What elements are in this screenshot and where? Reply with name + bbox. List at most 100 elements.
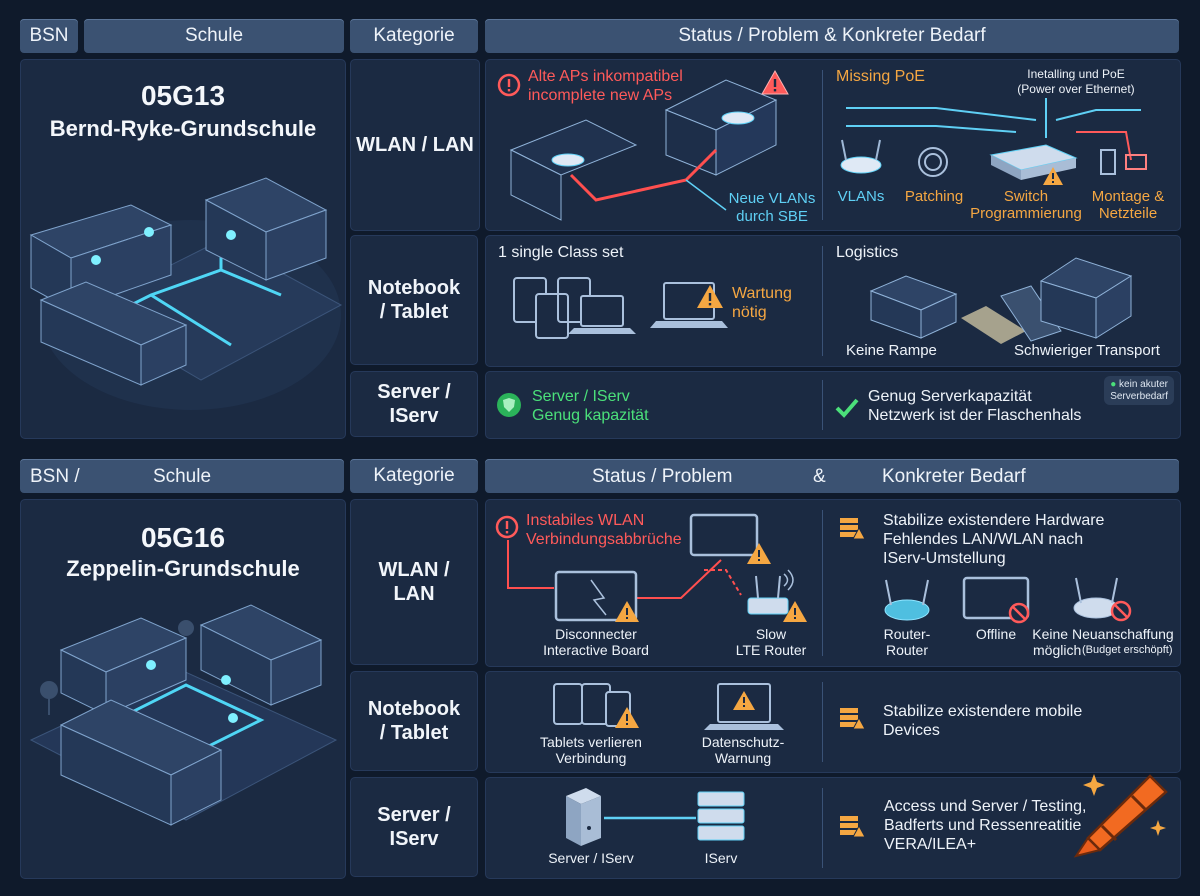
error-icon: [497, 73, 521, 97]
server-icon: [697, 791, 745, 841]
missing-poe-label: Missing PoE: [836, 68, 925, 85]
status-badge: ● kein akuter Serverbedarf: [1104, 376, 1174, 405]
warning-icon: [1043, 167, 1063, 185]
category-notebook-tablet: Notebook / Tablet: [350, 235, 478, 365]
header-status-amp: &: [813, 466, 826, 487]
privacy-label-2: Warnung: [714, 750, 772, 766]
vlan-text-2: durch SBE: [736, 208, 808, 225]
classroom-illustration: [509, 79, 778, 221]
need-items-illustration: [884, 576, 1119, 621]
header-status: Status / Problem & Konkreter Bedarf: [485, 19, 1179, 53]
poe-cabling: [840, 98, 1147, 180]
warning-icon: [615, 707, 639, 728]
transport-label: Schwieriger Transport: [1014, 342, 1160, 359]
category-server-iserv: Server / IServ: [350, 371, 478, 437]
need-text-3: VERA/ILEA+: [884, 836, 977, 853]
school-panel-05g16: 05G16 Zeppelin-Grundschule: [20, 499, 346, 879]
check-icon: ●: [1110, 379, 1117, 390]
school-bsn: 05G13: [140, 80, 226, 111]
keine-rampe-label: Keine Rampe: [846, 342, 937, 359]
server-icon: [566, 788, 601, 846]
campus-illustration: [29, 604, 338, 826]
vlan-text-1: Neue VLANs: [728, 190, 816, 207]
building-icon: [204, 177, 328, 281]
error-icon: [495, 515, 519, 539]
campus-illustration: [29, 177, 343, 410]
network-illustration: [507, 513, 794, 622]
school-name: Zeppelin-Grundschule: [66, 556, 300, 581]
school-panel-05g13: 05G13 Bernd-Ryke-Grundschule: [20, 59, 346, 439]
warning-icon: [783, 601, 807, 622]
server-status-1: Server / IServ: [532, 388, 630, 405]
category-wlan-lan: WLAN / LAN: [350, 59, 480, 231]
badge-text-1: kein akuter: [1119, 379, 1168, 390]
building-icon: [1039, 257, 1133, 339]
router-icon: [884, 579, 930, 621]
item1-label-1: Router-: [883, 626, 931, 642]
no-entry-icon: [1110, 600, 1132, 622]
crayon-logo-icon: [1073, 774, 1168, 858]
switch-icon: [989, 144, 1078, 180]
tablets-label-2: Verbindung: [555, 750, 627, 766]
school-name: Bernd-Ryke-Grundschule: [49, 116, 317, 141]
row-05g13-notebook: 1 single Class set Wartung nötig Logisti…: [485, 235, 1181, 367]
wartung-text-1: Wartung: [732, 285, 792, 302]
warning-icon: [761, 69, 789, 95]
row-05g16-notebook: Tablets verlieren Verbindung Datenschutz…: [485, 671, 1181, 773]
need-item-montage: Montage & Netzteile: [1091, 188, 1165, 223]
category-notebook-tablet: Notebook / Tablet: [350, 671, 478, 771]
privacy-label-1: Datenschutz-: [701, 734, 785, 750]
header-bsn-2: [20, 459, 344, 493]
check-icon: [835, 398, 859, 418]
header-bsn: BSN: [20, 19, 78, 53]
need-item-vlans: VLANs: [837, 188, 885, 205]
building-icon: [39, 281, 188, 386]
stack-icon: [840, 518, 866, 540]
logistics-label: Logistics: [836, 244, 899, 261]
header-bsn-2-text: BSN /: [30, 466, 80, 487]
item3-note: (Budget erschöpft): [1082, 644, 1173, 656]
header-status-right: Konkreter Bedarf: [882, 466, 1026, 487]
router-icon: [747, 569, 794, 615]
divider: [822, 70, 823, 220]
header-schule: Schule: [84, 19, 344, 53]
row-05g16-server: Server / IServ IServ Access und Server /…: [485, 777, 1181, 879]
install-poe-label-1: Inetalling und PoE: [1027, 67, 1125, 81]
need-text-1: Stabilize existendere mobile: [883, 703, 1083, 720]
server-label: Server / IServ: [548, 850, 634, 866]
header-status-left: Status / Problem: [592, 466, 733, 487]
divider: [822, 682, 823, 762]
need-text-2: Fehlendes LAN/WLAN nach: [883, 531, 1084, 548]
no-entry-icon: [1008, 602, 1030, 624]
class-set-label: 1 single Class set: [498, 244, 624, 261]
router-label-2: LTE Router: [735, 642, 807, 658]
server-status-2: Genug kapazität: [532, 407, 649, 424]
need-item-patching: Patching: [904, 188, 964, 205]
device-illustration: [553, 683, 784, 730]
item2-label: Offline: [975, 626, 1017, 642]
divider: [822, 788, 823, 868]
building-icon: [59, 699, 223, 826]
warning-icon: [733, 691, 755, 710]
stack-icon: [840, 816, 866, 838]
access-point-icon: [840, 139, 882, 174]
category-server-iserv: Server / IServ: [350, 777, 478, 877]
item3-label-2: möglich: [1033, 642, 1082, 658]
item1-label-2: Router: [885, 642, 929, 658]
problem-text-1: Instabiles WLAN: [526, 512, 645, 529]
server-need-1: Genug Serverkapazität: [868, 388, 1032, 405]
tablets-label-1: Tablets verlieren: [540, 734, 642, 750]
device-set-illustration: [513, 277, 728, 339]
badge-text-2: Serverbedarf: [1110, 390, 1168, 402]
row-05g16-wlan: Instabiles WLAN Verbindungsabbrüche Disc…: [485, 499, 1181, 667]
divider: [822, 510, 823, 656]
cable-icon: [918, 147, 948, 177]
interactive-board-icon: [554, 570, 638, 622]
warning-icon: [747, 543, 771, 564]
header-kategorie-2: Kategorie: [350, 459, 478, 493]
building-icon: [869, 275, 958, 339]
school-bsn: 05G16: [140, 522, 226, 553]
iserv-label: IServ: [704, 850, 738, 866]
install-poe-label-2: (Power over Ethernet): [1017, 82, 1135, 96]
warning-icon: [697, 285, 723, 308]
